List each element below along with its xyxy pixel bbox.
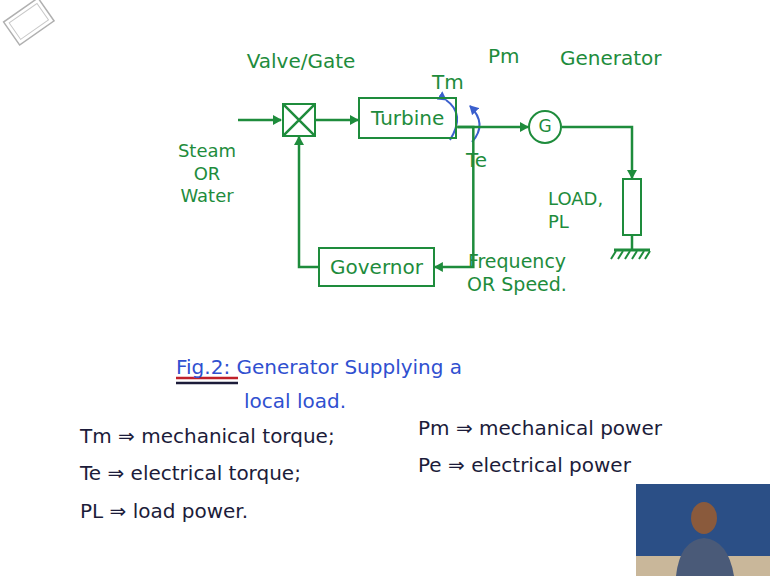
block-label: Turbine	[371, 106, 444, 130]
torque-label: Tm	[432, 70, 464, 94]
valve-box: Valve/Gate	[282, 103, 316, 137]
generator-symbol: G	[530, 112, 560, 141]
video-person-head	[691, 502, 717, 534]
turbine-box: Turbine	[358, 97, 457, 139]
load-label: LOAD, PL	[548, 188, 612, 233]
definition-text: Te ⇒ electrical torque;	[80, 461, 301, 485]
load-box: LOAD, PL	[622, 178, 642, 236]
definition-text: Pe ⇒ electrical power	[418, 453, 631, 477]
video-inset	[636, 484, 770, 576]
torque-arrow	[470, 106, 480, 142]
feedback-label: Frequency OR Speed.	[462, 250, 572, 296]
logo-frame	[9, 3, 48, 39]
logo-frame	[4, 0, 54, 45]
video-person-body	[676, 538, 734, 576]
valve-label: Valve/Gate	[224, 49, 378, 73]
valve-cross-line	[284, 105, 314, 135]
block-label: Governor	[330, 255, 423, 279]
input-arrow	[238, 119, 281, 122]
definition-text: PL ⇒ load power.	[80, 499, 248, 523]
definition-text: Tm ⇒ mechanical torque;	[80, 424, 335, 448]
governor-box: Governor	[318, 247, 435, 287]
video-background	[636, 484, 770, 576]
connector	[299, 137, 318, 267]
connector	[562, 127, 632, 178]
logo-stamp	[4, 0, 54, 45]
definition-text: Pm ⇒ mechanical power	[418, 416, 662, 440]
figure-caption: Fig.2: Generator Supplying a local load.	[176, 350, 494, 418]
torque-label: Te	[466, 148, 487, 172]
generator-label: Generator	[560, 46, 662, 70]
ground-hatch	[611, 251, 650, 259]
ground-symbol	[614, 249, 650, 252]
signal-label: Pm	[486, 44, 522, 68]
generator-circle: GGenerator	[528, 110, 562, 144]
input-label: Steam OR Water	[172, 140, 242, 208]
valve-cross	[284, 105, 314, 135]
ground-lead	[631, 236, 634, 250]
caption-underline	[176, 382, 238, 385]
connector	[316, 119, 358, 122]
